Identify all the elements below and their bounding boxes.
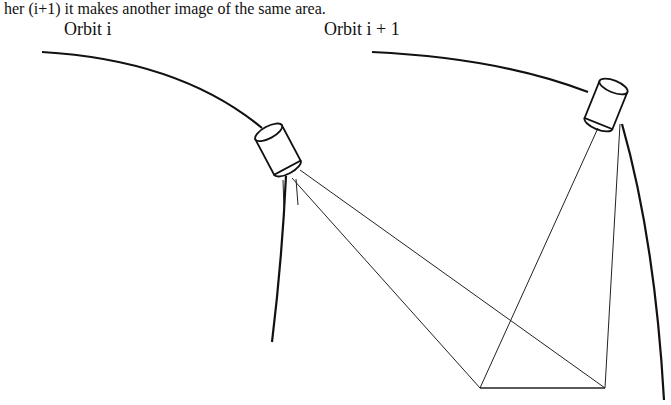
orbit-label: Orbit i bbox=[64, 20, 112, 40]
orbit-arc bbox=[622, 124, 664, 400]
orbit-label: Orbit i + 1 bbox=[324, 20, 400, 40]
orbit-arc bbox=[272, 176, 286, 342]
orbit-arc bbox=[372, 52, 588, 92]
orbit-arcs bbox=[42, 52, 664, 400]
camera-symbol bbox=[253, 120, 304, 180]
view-lines bbox=[283, 124, 620, 388]
camera-symbol bbox=[582, 75, 629, 134]
caption-fragment: her (i+1) it makes another image of the … bbox=[4, 0, 326, 18]
orbit-arc bbox=[42, 52, 262, 128]
